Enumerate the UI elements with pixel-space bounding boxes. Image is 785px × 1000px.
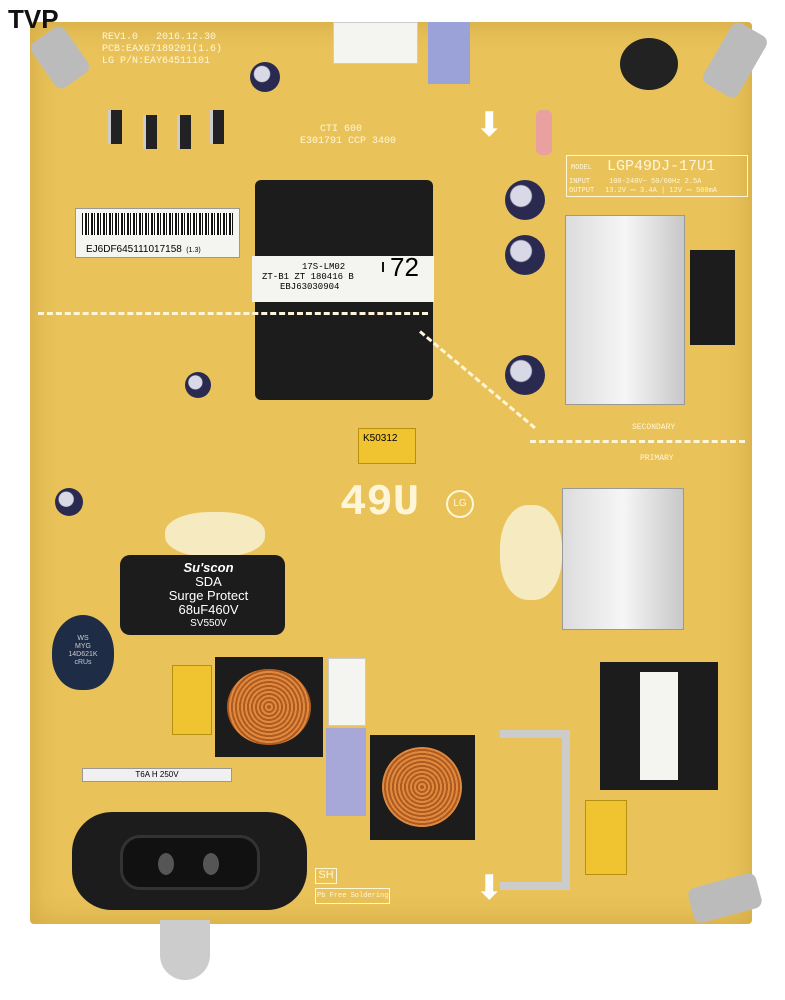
- glue: [500, 505, 562, 600]
- heatsink-primary: [562, 488, 684, 630]
- arrow-down-icon: ⬇: [475, 869, 504, 907]
- diode: [143, 115, 157, 149]
- capacitor-brand: Su'scon: [183, 560, 234, 575]
- y-capacitor: [585, 800, 627, 875]
- pcb-label: PCB:EAX67189201(1.6): [102, 44, 223, 55]
- secondary-label: SECONDARY: [632, 423, 676, 432]
- part-number-label: LG P/N:EAY64511101: [102, 56, 211, 67]
- standby-transformer: [600, 662, 718, 790]
- bulk-capacitor: Su'scon SDA Surge Protect 68uF460V SV550…: [120, 555, 285, 635]
- varistor-text: MYG: [75, 643, 91, 650]
- film-capacitor: K50312: [358, 428, 416, 464]
- capacitor: [505, 180, 545, 220]
- common-mode-choke: [215, 657, 323, 757]
- model-caption: MODEL: [571, 164, 593, 172]
- barcode-rev: (1.3): [186, 247, 201, 254]
- isolation-line: [530, 440, 745, 443]
- relay: [326, 728, 366, 816]
- input-rating: 100-240V~ 50/60Hz 2.5A: [609, 178, 702, 186]
- size-marking: 49U: [340, 478, 420, 528]
- rev-label: REV1.0 2016.12.30: [102, 32, 217, 43]
- lg-logo: LG: [446, 490, 474, 518]
- connector: [333, 22, 418, 64]
- varistor-text: WS: [77, 635, 89, 642]
- socket-pin: [158, 853, 174, 875]
- watermark: TVP: [8, 4, 59, 34]
- capacitor: [505, 355, 545, 395]
- common-mode-choke: [370, 735, 475, 840]
- fuse: T6A H 250V: [82, 768, 232, 782]
- varistor-text: 14D621K: [68, 651, 98, 658]
- transformer-number: 72: [382, 254, 419, 280]
- ground-lug: [160, 920, 210, 980]
- socket-pin: [203, 853, 219, 875]
- transformer-label: 17S-LM02 ZT-B1 ZT 180416 B EBJ63030904 7…: [252, 254, 434, 302]
- capacitor-feature: Surge Protect: [168, 588, 249, 603]
- output-rating: 13.2V ⎓ 3.4A | 12V ⎓ 500mA: [605, 187, 717, 195]
- transformer-line2: ZT-B1 ZT 180416 B: [262, 272, 354, 282]
- transformer-line3: EBJ63030904: [280, 282, 340, 292]
- ac-socket[interactable]: [120, 835, 260, 890]
- model-label-box: MODEL LGP49DJ-17U1 INPUT 100-240V~ 50/60…: [566, 155, 748, 197]
- output-connector: [690, 250, 735, 345]
- varistor: WS MYG 14D621K cRUs: [52, 615, 114, 690]
- diode: [108, 110, 122, 144]
- bridge-rectifier-bracket: [500, 730, 570, 890]
- capacitor-surge: SV550V: [190, 618, 227, 629]
- capacitor: [250, 62, 280, 92]
- relay: [328, 658, 366, 726]
- primary-label: PRIMARY: [640, 454, 674, 463]
- barcode: [82, 213, 233, 235]
- resistor: [536, 110, 552, 155]
- varistor-text: cRUs: [74, 659, 92, 666]
- glue: [165, 512, 265, 557]
- relay: [428, 22, 470, 84]
- output-caption: OUTPUT: [569, 187, 595, 195]
- input-caption: INPUT: [569, 178, 591, 186]
- arrow-down-icon: ⬇: [475, 106, 504, 144]
- heatsink-secondary: [565, 215, 685, 405]
- x-capacitor: [172, 665, 212, 735]
- diode: [177, 115, 191, 149]
- barcode-text: EJ6DF645111017158: [86, 244, 182, 255]
- capacitor-rating: 68uF460V: [178, 602, 239, 617]
- inductor: [620, 38, 678, 90]
- cti-label: CTI 600: [320, 124, 363, 135]
- capacitor: [185, 372, 211, 398]
- capacitor: [55, 488, 83, 516]
- pb-free-label: Pb Free Soldering: [315, 888, 391, 904]
- ul-label: E301791 CCP 3400: [300, 136, 397, 147]
- capacitor-series: SDA: [195, 574, 222, 589]
- capacitor: [505, 235, 545, 275]
- diode: [210, 110, 224, 144]
- isolation-line: [38, 312, 428, 315]
- transformer-line1: 17S-LM02: [302, 262, 346, 272]
- barcode-label: EJ6DF645111017158 (1.3): [75, 208, 240, 258]
- sh-label: SH: [315, 868, 337, 884]
- model-number: LGP49DJ-17U1: [607, 158, 716, 175]
